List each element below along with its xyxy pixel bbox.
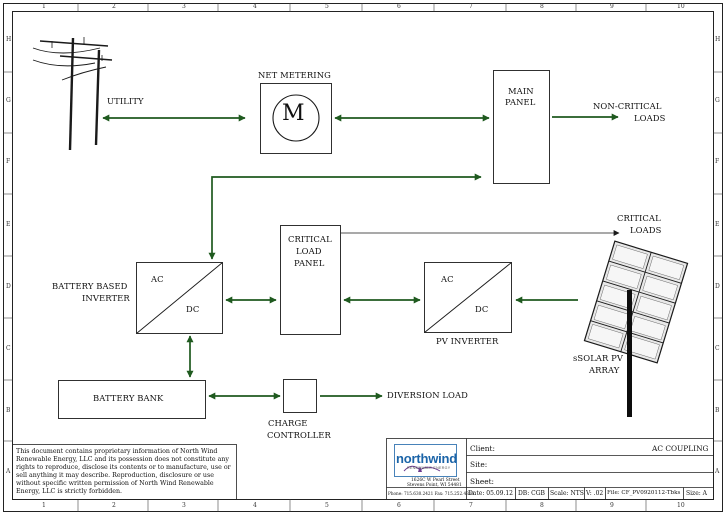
solar-array-label-line2: ARRAY (589, 365, 620, 375)
row-letter-b-right: B (715, 407, 720, 414)
column-number-9: 9 (610, 3, 614, 10)
client-label: Client: (470, 444, 495, 453)
disclaimer-box (12, 444, 237, 500)
main-to-battery-inverter-line (208, 173, 482, 260)
net-metering-label: NET METERING (258, 70, 331, 80)
column-number-6: 6 (397, 3, 401, 10)
column-number-4-bottom: 4 (253, 502, 257, 509)
disclaimer-text: This document contains proprietary infor… (16, 448, 231, 496)
db-field: DB: CGB (518, 490, 545, 497)
solar-panel-icon (583, 240, 689, 417)
battery-bank-label: BATTERY BANK (93, 393, 164, 403)
critical-loads-label-line2: LOADS (630, 225, 662, 235)
column-number-1-bottom: 1 (42, 502, 46, 509)
main-panel-label-line1: MAIN (508, 86, 534, 96)
row-letter-c-right: C (715, 345, 720, 352)
pv-inverter-ac-label: AC (441, 274, 454, 284)
column-ticks (3, 3, 723, 512)
row-letter-h-right: H (715, 36, 721, 43)
size-field: Size: A (686, 490, 708, 497)
row-letter-g: G (6, 97, 11, 104)
critical-loads-label-line1: CRITICAL (617, 213, 661, 223)
utility-pole-icon (32, 37, 113, 151)
meter-symbol: M (282, 101, 305, 126)
charge-controller-box (283, 379, 317, 413)
row-letter-b: B (6, 407, 11, 414)
connections (102, 113, 619, 400)
column-number-9-bottom: 9 (610, 502, 614, 509)
critical-panel-label-line3: PANEL (294, 258, 325, 268)
row-letter-d: D (6, 283, 11, 290)
inner-border (12, 11, 714, 500)
address-line3: Phone: 715.630.2421 Fax: 715.252.4310 (388, 491, 475, 496)
pv-inverter-diagonal (424, 262, 512, 333)
battery-inverter-ac-label: AC (151, 274, 164, 284)
column-number-5: 5 (325, 3, 329, 10)
solar-array-label-line1: sSOLAR PV (573, 353, 624, 363)
date-field: Date: 05.09.12 (468, 490, 513, 497)
critical-panel-label-line1: CRITICAL (288, 234, 332, 244)
net-meter-box (260, 83, 332, 154)
noncritical-loads-label-line1: NON-CRITICAL (593, 101, 662, 111)
version-field: V: .02 (586, 490, 604, 497)
outer-border (3, 3, 723, 512)
column-number-5-bottom: 5 (325, 502, 329, 509)
battery-inverter-label-line1: BATTERY BASED (52, 281, 128, 291)
row-letter-f: F (6, 158, 11, 165)
row-letter-a: A (6, 468, 11, 475)
northwind-logo-icon (394, 444, 457, 477)
address-line2: Stevens Point, WI 54481 (407, 483, 462, 488)
row-letter-h: H (6, 36, 12, 43)
pv-inverter-label: PV INVERTER (436, 336, 499, 346)
northwind-logo-subtext: RENEWABLE ENERGY (407, 466, 451, 470)
battery-inverter-box (136, 262, 223, 334)
column-number-10: 10 (677, 3, 685, 10)
column-number-7: 7 (469, 3, 473, 10)
critical-panel-label-line2: LOAD (296, 246, 322, 256)
pv-inverter-dc-label: DC (475, 304, 489, 314)
battery-inverter-diagonal (136, 262, 223, 334)
row-letter-f-right: F (715, 158, 720, 165)
column-number-2: 2 (112, 3, 116, 10)
column-number-3-bottom: 3 (182, 502, 186, 509)
column-number-8: 8 (540, 3, 544, 10)
main-panel-label-line2: PANEL (505, 97, 536, 107)
charge-controller-label-line2: CONTROLLER (267, 430, 331, 440)
column-number-6-bottom: 6 (397, 502, 401, 509)
noncritical-loads-label-line2: LOADS (634, 113, 666, 123)
scale-field: Scale: NTS (550, 490, 584, 497)
address-line1: 1626C W Pearl Street (411, 478, 460, 483)
column-number-8-bottom: 8 (540, 502, 544, 509)
column-number-10-bottom: 10 (677, 502, 685, 509)
file-field: File: CF_PV0920112-Tbks (607, 490, 681, 496)
sheet-label: Sheet: (470, 477, 495, 486)
column-number-3: 3 (182, 3, 186, 10)
main-panel-box (493, 70, 550, 184)
meter-icon (272, 94, 320, 142)
battery-inverter-label-line2: INVERTER (82, 293, 130, 303)
diversion-load-label: DIVERSION LOAD (387, 390, 468, 400)
column-number-2-bottom: 2 (112, 502, 116, 509)
row-letter-e: E (6, 221, 11, 228)
row-letter-c: C (6, 345, 11, 352)
pv-inverter-box (424, 262, 512, 333)
column-number-4: 4 (253, 3, 257, 10)
site-label: Site: (470, 460, 488, 469)
title-block (386, 438, 714, 500)
row-letter-e-right: E (715, 221, 720, 228)
battery-inverter-dc-label: DC (186, 304, 200, 314)
battery-bank-box (58, 380, 206, 419)
client-value: AC COUPLING (652, 444, 709, 453)
row-letter-d-right: D (715, 283, 720, 290)
row-letter-a-right: A (715, 468, 720, 475)
column-number-7-bottom: 7 (469, 502, 473, 509)
charge-controller-label-line1: CHARGE (268, 418, 308, 428)
row-letter-g-right: G (715, 97, 720, 104)
northwind-logo-text: northwind (396, 451, 458, 466)
column-number-1: 1 (42, 3, 46, 10)
utility-label: UTILITY (107, 96, 144, 106)
